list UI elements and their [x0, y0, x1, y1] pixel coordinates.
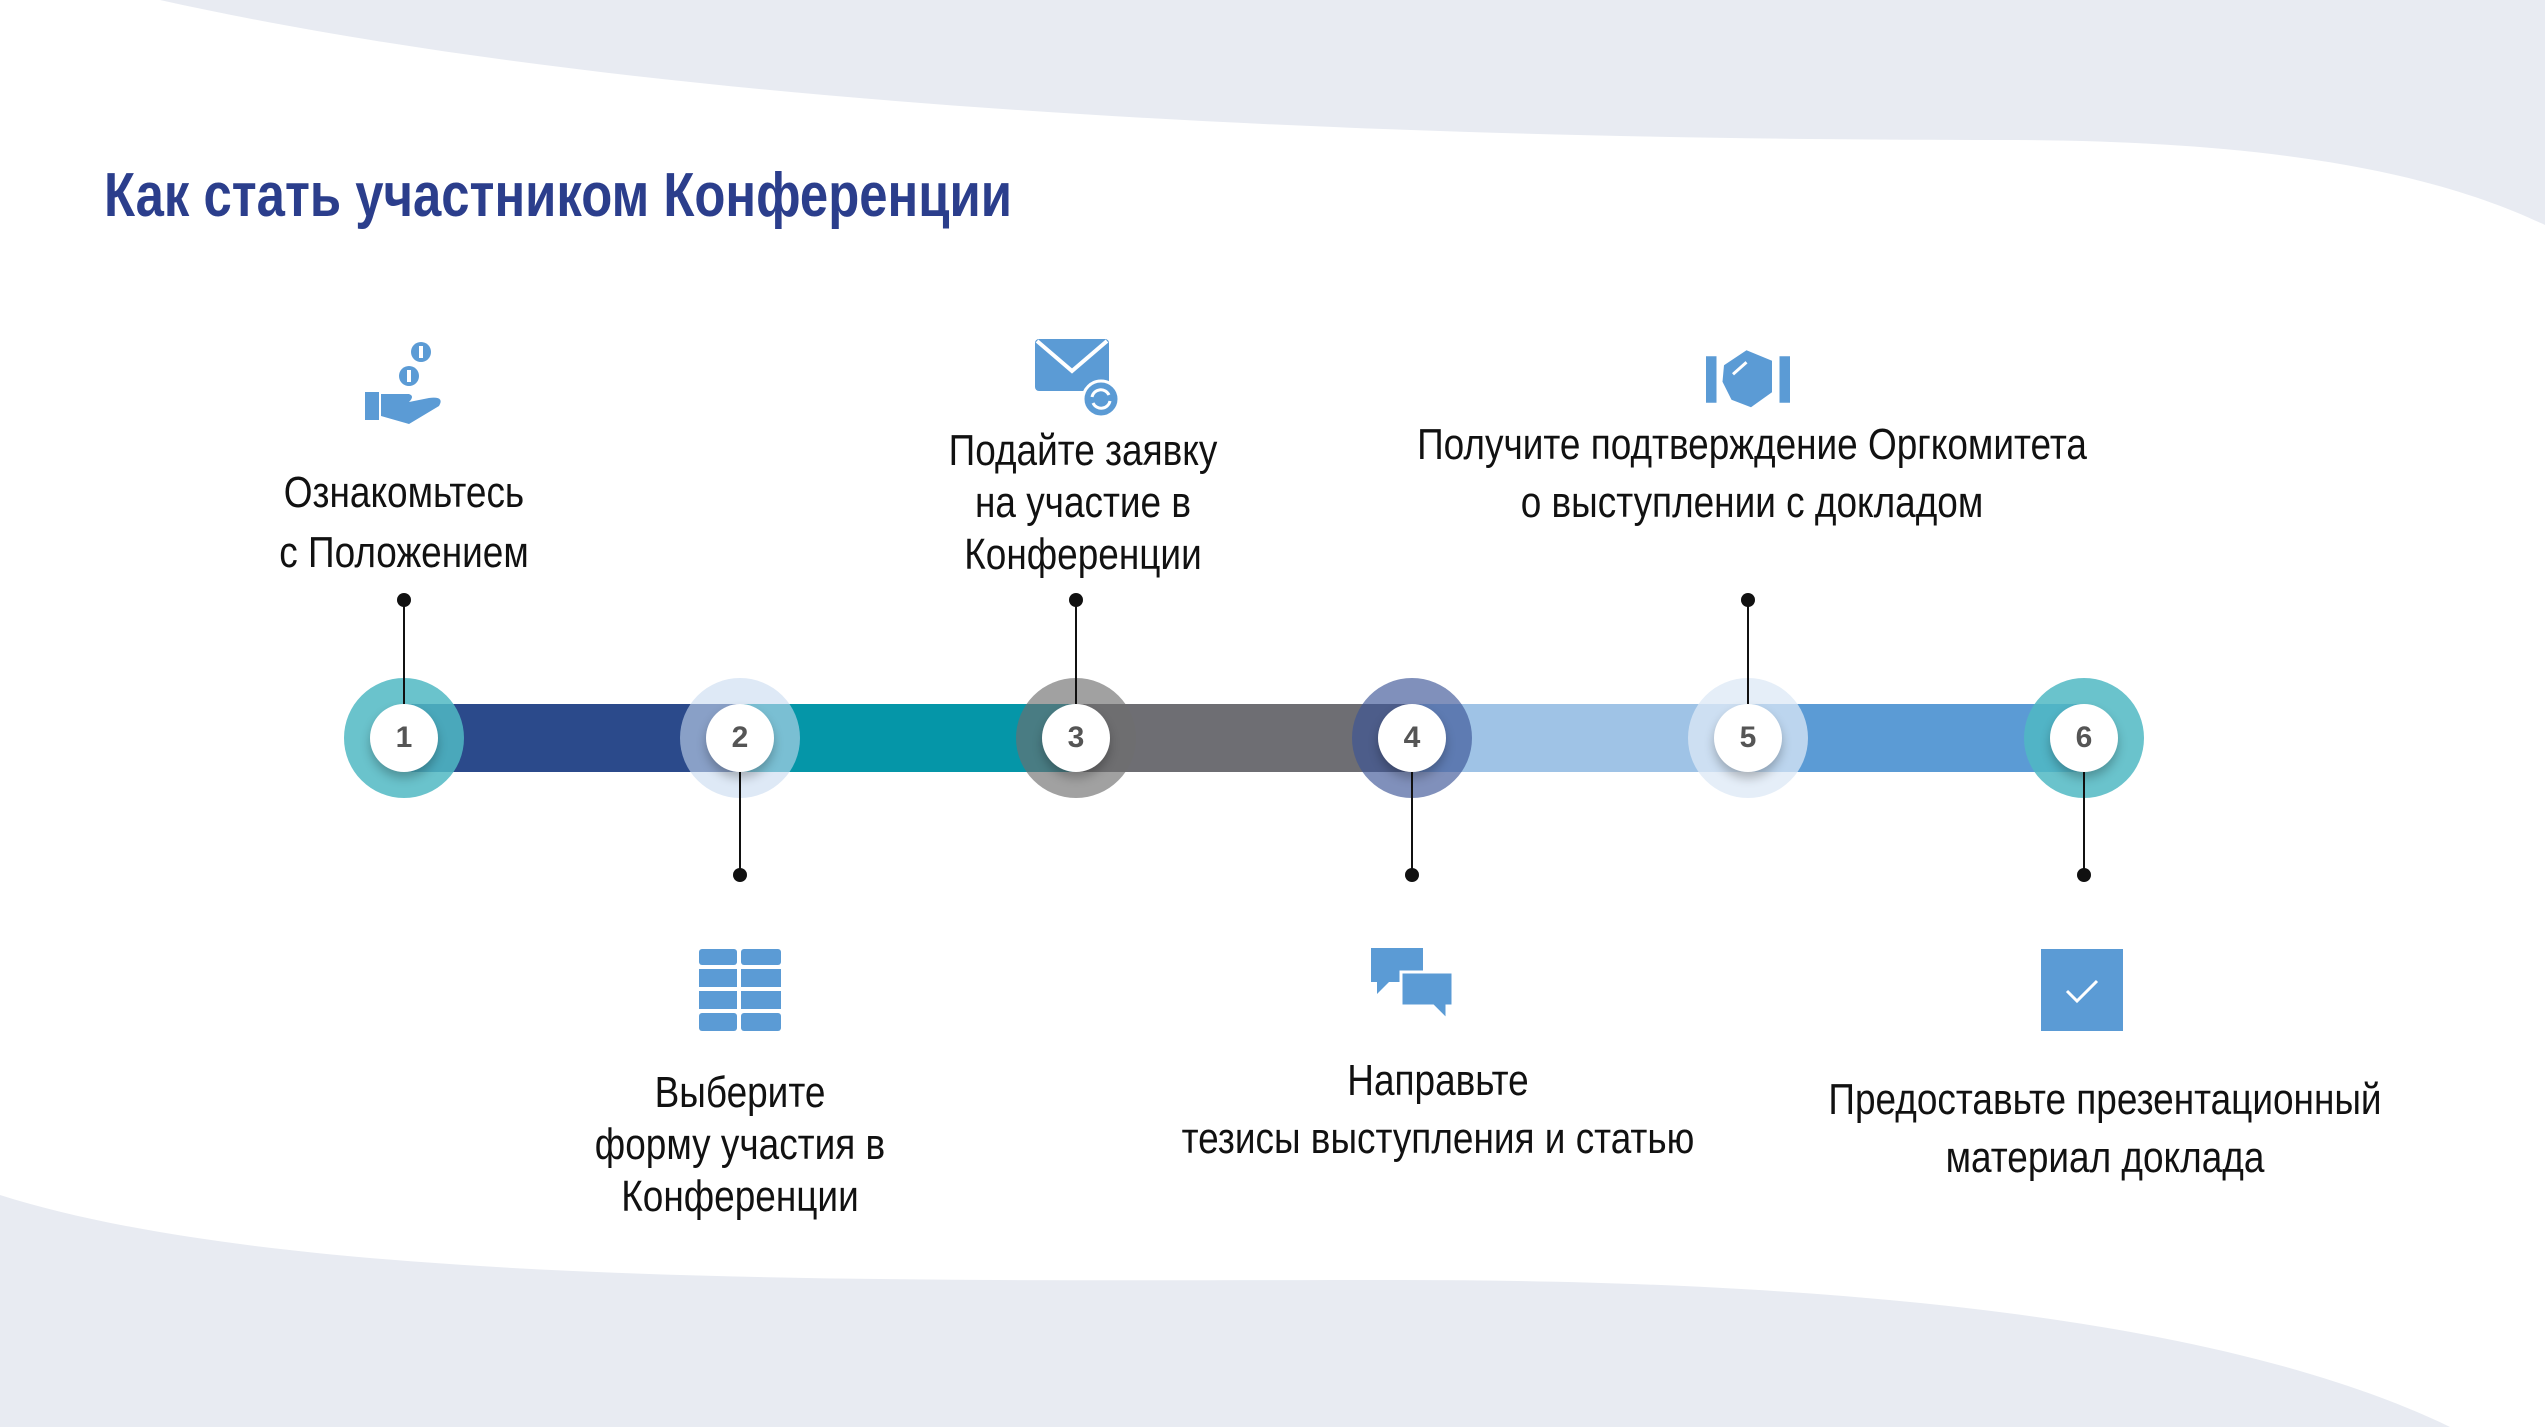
step-5-text: Получите подтверждение Оргкомитета о выс… — [1302, 416, 2202, 532]
step-6-line-2: материал доклада — [1945, 1133, 2265, 1182]
connector-dot-3 — [1069, 593, 1083, 607]
step-3-line-2: на участие в — [974, 478, 1192, 527]
connector-dot-5 — [1741, 593, 1755, 607]
step-4-line-2: тезисы выступления и статью — [1181, 1114, 1695, 1163]
step-3-text: Подайте заявку на участие в Конференции — [633, 425, 1533, 581]
connector-6 — [2083, 738, 2085, 875]
step-number-3: 3 — [1042, 704, 1110, 772]
step-4-line-1: Направьте — [1347, 1056, 1529, 1105]
connector-1 — [403, 600, 405, 738]
step-number-2: 2 — [706, 704, 774, 772]
step-5-line-1: Получите подтверждение Оргкомитета — [1417, 420, 2087, 469]
step-2-line-2: форму участия в — [594, 1120, 886, 1169]
connector-dot-4 — [1405, 868, 1419, 882]
chat-bubbles-icon — [1371, 948, 1455, 1024]
step-2-line-3: Конференции — [621, 1172, 859, 1221]
step-3-line-1: Подайте заявку — [948, 426, 1218, 475]
step-2-line-1: Выберите — [654, 1068, 826, 1117]
connector-dot-2 — [733, 868, 747, 882]
step-2-text: Выберите форму участия в Конференции — [290, 1067, 1190, 1223]
connector-2 — [739, 738, 741, 875]
connector-3 — [1075, 600, 1077, 738]
step-1-line-2: с Положением — [279, 528, 529, 577]
step-3-line-3: Конференции — [964, 530, 1202, 579]
page-title: Как стать участником Конференции — [104, 161, 1012, 230]
step-1-line-1: Ознакомьтесь — [283, 468, 525, 517]
step-6-text: Предоставьте презентационный материал до… — [1655, 1071, 2545, 1187]
step-number-1: 1 — [370, 704, 438, 772]
step-4-text: Направьте тезисы выступления и статью — [988, 1052, 1888, 1168]
mail-refresh-icon — [1035, 339, 1121, 419]
step-6-line-1: Предоставьте презентационный — [1828, 1075, 2382, 1124]
hand-coins-icon — [365, 342, 441, 424]
step-number-4: 4 — [1378, 704, 1446, 772]
step-1-text: Ознакомьтесь с Положением — [0, 463, 854, 583]
connector-dot-6 — [2077, 868, 2091, 882]
checkbox-icon — [2041, 949, 2123, 1031]
connector-dot-1 — [397, 593, 411, 607]
step-number-5: 5 — [1714, 704, 1782, 772]
connector-5 — [1747, 600, 1749, 738]
handshake-icon — [1706, 350, 1790, 408]
connector-4 — [1411, 738, 1413, 875]
step-5-line-2: о выступлении с докладом — [1520, 478, 1984, 527]
grid-form-icon — [699, 949, 781, 1031]
step-number-6: 6 — [2050, 704, 2118, 772]
